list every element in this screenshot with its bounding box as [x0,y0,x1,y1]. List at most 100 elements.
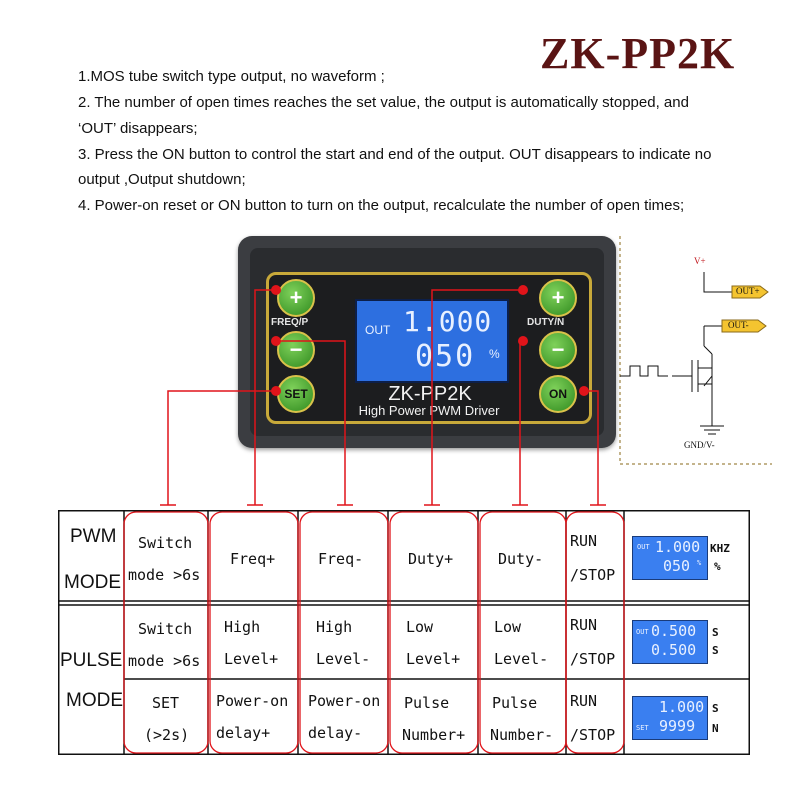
output-schematic: V+ OUT+ OUT- GND/V- [612,236,772,466]
pulse-stop-2: /STOP [570,726,616,744]
callout-line-duty-minus [519,340,523,505]
pwm-mini-line2: 050 [663,557,691,575]
pwm-duty-plus: Duty+ [408,550,454,568]
pwm-mini-line1: 1.000 [655,538,701,556]
lcd-percent: % [489,347,500,361]
pulse-high-level-minus-1: High [316,618,353,636]
pwm-stop: /STOP [570,566,616,584]
pulse-low-level-plus-2: Level+ [406,650,461,668]
pulse-run-1: RUN [570,616,598,634]
pulse-number-minus-2: Number- [490,726,554,744]
lcd-line-2: 050 [415,339,476,374]
pulse-stop-1: /STOP [570,650,616,668]
callout-line-set [167,390,276,505]
callout-dot-duty-minus [518,336,528,346]
pulse-mode-label-2: MODE [66,690,123,711]
pulse-set-time: (>2s) [144,726,190,744]
highlight-col-duty-plus [389,511,479,754]
lcd-out-indicator: OUT [365,323,391,337]
pulse-power-on-delay-minus-2: delay- [308,724,363,742]
duty-plus-button[interactable]: + [539,279,577,317]
pulse-run-2: RUN [570,692,598,710]
pulse-unit-n: N [712,722,719,735]
callout-dot-duty-plus [518,285,528,295]
note-4: 4. Power-on reset or ON button to turn o… [78,197,685,214]
pwm-freq-plus: Freq+ [230,550,276,568]
on-button[interactable]: ON [539,375,577,413]
function-table: PWM MODE PULSE MODE Switch mode >6s Freq… [58,510,750,755]
gnd-label: GND/V- [684,440,715,450]
callout-dot-on [579,386,589,396]
out-plus-label: OUT+ [736,286,760,296]
highlight-col-duty-minus [479,511,567,754]
out-minus-label: OUT- [728,320,749,330]
pulse-high-level-minus-2: Level- [316,650,371,668]
pulse-unit-s-2: S [712,644,719,657]
set-button[interactable]: SET [277,375,315,413]
pwm-mini-out: OUT [637,543,650,551]
pwm-freq-minus: Freq- [318,550,364,568]
callout-dot-freq-minus [271,336,281,346]
pwm-switch-label: Switch [138,534,193,552]
pwm-unit-pct: % [714,560,721,573]
pulse-switch-time: mode >6s [128,652,201,670]
pwm-mode-label-1: PWM [70,526,117,547]
note-1: 1.MOS tube switch type output, no wavefo… [78,68,385,85]
pwm-driver-device: + FREQ/P − SET OUT 1.000 050 % ZK-PP2K H… [238,236,616,448]
vplus-label: V+ [694,256,706,266]
pulse-unit-s-1: S [712,626,719,639]
pulse-number-plus-2: Number+ [402,726,466,744]
freq-plus-button[interactable]: + [277,279,315,317]
pulse-mini-lcd-1: OUT 0.500 0.500 [632,620,708,664]
highlight-col-on [565,511,625,754]
lcd-line-1: 1.000 [403,305,493,338]
callout-line-freq-minus [276,340,346,505]
pulse-mini-lcd-2: 1.000 SET 9999 [632,696,708,740]
pulse-mini2-set: SET [636,724,649,732]
callout-dot-set [271,386,281,396]
note-2: 2. The number of open times reaches the … [78,94,689,111]
device-bezel: + FREQ/P − SET OUT 1.000 050 % ZK-PP2K H… [250,248,604,436]
note-2-cont: ‘OUT’ disappears; [78,120,198,137]
duty-minus-button[interactable]: − [539,331,577,369]
pulse-mini-line1: 0.500 [651,622,697,640]
pulse-mini-out: OUT [636,628,649,636]
pulse-switch-label: Switch [138,620,193,638]
pulse-mini-line2: 0.500 [651,641,697,659]
device-face-panel: + FREQ/P − SET OUT 1.000 050 % ZK-PP2K H… [266,272,592,424]
callout-dot-freq-plus [271,285,281,295]
pulse-power-on-delay-minus-1: Power-on [308,692,381,710]
pulse-high-level-plus-2: Level+ [224,650,279,668]
device-subtitle: High Power PWM Driver [358,403,500,418]
product-title: ZK-PP2K [540,29,736,78]
pulse-mode-label-1: PULSE [60,650,123,671]
pulse-power-on-delay-plus-1: Power-on [216,692,289,710]
freq-minus-button[interactable]: − [277,331,315,369]
pwm-duty-minus: Duty- [498,550,544,568]
callout-line-on [584,390,599,505]
pulse-power-on-delay-plus-2: delay+ [216,724,271,742]
pulse-number-minus-1: Pulse [492,694,538,712]
note-3: 3. Press the ON button to control the st… [78,146,712,163]
pulse-number-plus-1: Pulse [404,694,450,712]
pulse-set-label: SET [152,694,180,712]
pwm-run: RUN [570,532,598,550]
pwm-mode-label-2: MODE [64,572,121,593]
pwm-mini-lcd: OUT 1.000 050 % [632,536,708,580]
highlight-col-set [123,511,209,754]
callout-line-freq-plus [254,289,276,505]
pulse-low-level-minus-1: Low [494,618,522,636]
highlight-col-freq-minus [299,511,389,754]
pulse-unit-s-3: S [712,702,719,715]
note-3-cont: output ,Output shutdown; [78,171,246,188]
pwm-unit-khz: KHZ [710,542,730,555]
pulse-low-level-plus-1: Low [406,618,434,636]
pwm-mini-pct: % [697,559,702,567]
device-brand: ZK-PP2K [388,383,472,405]
pulse-high-level-plus-1: High [224,618,261,636]
pwm-switch-time: mode >6s [128,566,201,584]
pulse-mini2-line1: 1.000 [659,698,705,716]
duty-label: DUTY/N [527,317,565,328]
freq-label: FREQ/P [271,317,309,328]
